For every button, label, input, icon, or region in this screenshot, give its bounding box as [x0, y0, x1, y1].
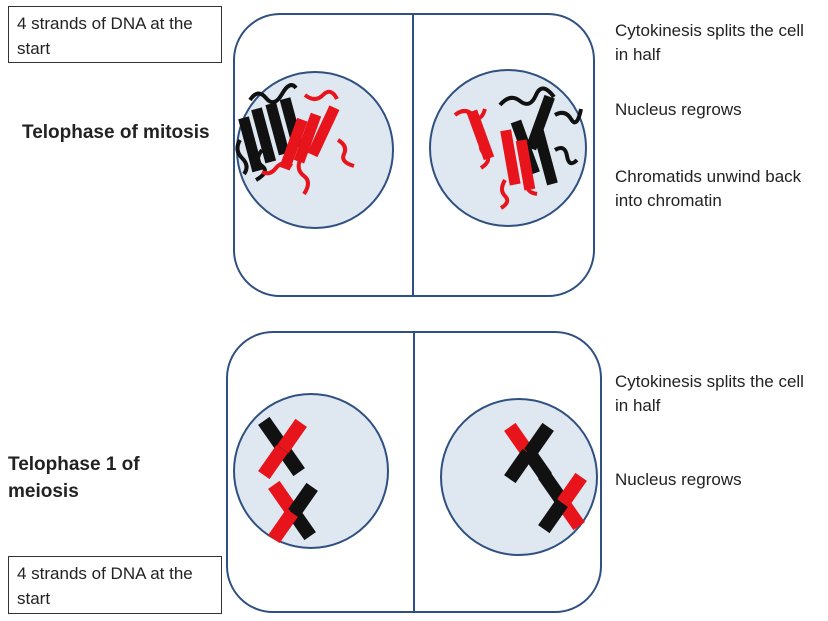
meiosis-chromosomes-right: [504, 422, 587, 534]
chromatid: [525, 94, 555, 151]
chromatin-strand: [498, 86, 556, 107]
mitosis-chromatin-left: [235, 83, 355, 196]
chromosome-arm: [277, 418, 307, 454]
chromosome-arm: [557, 472, 587, 508]
start-box-top: 4 strands of DNA at the start: [8, 6, 222, 63]
chromatin-strand: [453, 108, 487, 120]
mitosis-note-cytokinesis: Cytokinesis splits the cell in half: [615, 21, 804, 64]
chromatin-strand: [336, 138, 355, 168]
chromatin-strand: [303, 89, 339, 101]
meiosis-nucleus-left: [233, 393, 389, 549]
chromatin-strand: [553, 146, 579, 166]
meiosis-cell: [226, 331, 602, 613]
chromatin-strand: [261, 161, 294, 176]
chromosome-arm: [524, 422, 554, 458]
chromatin-strand: [553, 108, 583, 125]
chromatin-strand: [248, 83, 298, 105]
chromatid: [279, 117, 308, 171]
chromatin-strand: [235, 138, 249, 176]
chromatid: [500, 129, 521, 186]
chromatid: [293, 112, 322, 164]
mitosis-note-chromatin: Chromatids unwind back into chromatin: [615, 167, 802, 210]
chromosome-arm: [268, 508, 298, 544]
chromatin-strand: [499, 178, 510, 210]
chromosome-arm: [538, 498, 568, 534]
mitosis-note-nucleus: Nucleus regrows: [615, 100, 742, 119]
meiosis-note-nucleus: Nucleus regrows: [615, 470, 742, 489]
chromatid: [532, 129, 558, 186]
chromatin-strand: [254, 148, 267, 182]
chromatin-strand: [296, 159, 310, 196]
chromosome-arm: [504, 448, 534, 484]
mitosis-title: Telophase of mitosis: [22, 122, 210, 143]
start-box-bottom: 4 strands of DNA at the start: [8, 556, 222, 614]
mitosis-chromatin-right: [453, 86, 583, 210]
chromatid: [466, 109, 495, 161]
meiosis-chromosomes-left: [258, 416, 318, 544]
chromatin-strand: [523, 168, 538, 196]
chromatid: [265, 102, 290, 156]
chromatid: [251, 107, 277, 164]
mitosis-cell: [233, 13, 595, 297]
chromatin-strand: [479, 138, 491, 170]
meiosis-note-cytokinesis: Cytokinesis splits the cell in half: [615, 372, 804, 415]
chromatid: [307, 105, 340, 158]
meiosis-title: Telophase 1 of meiosis: [8, 454, 140, 502]
chromosome-arm: [258, 444, 288, 480]
chromosome-arm: [288, 482, 318, 518]
